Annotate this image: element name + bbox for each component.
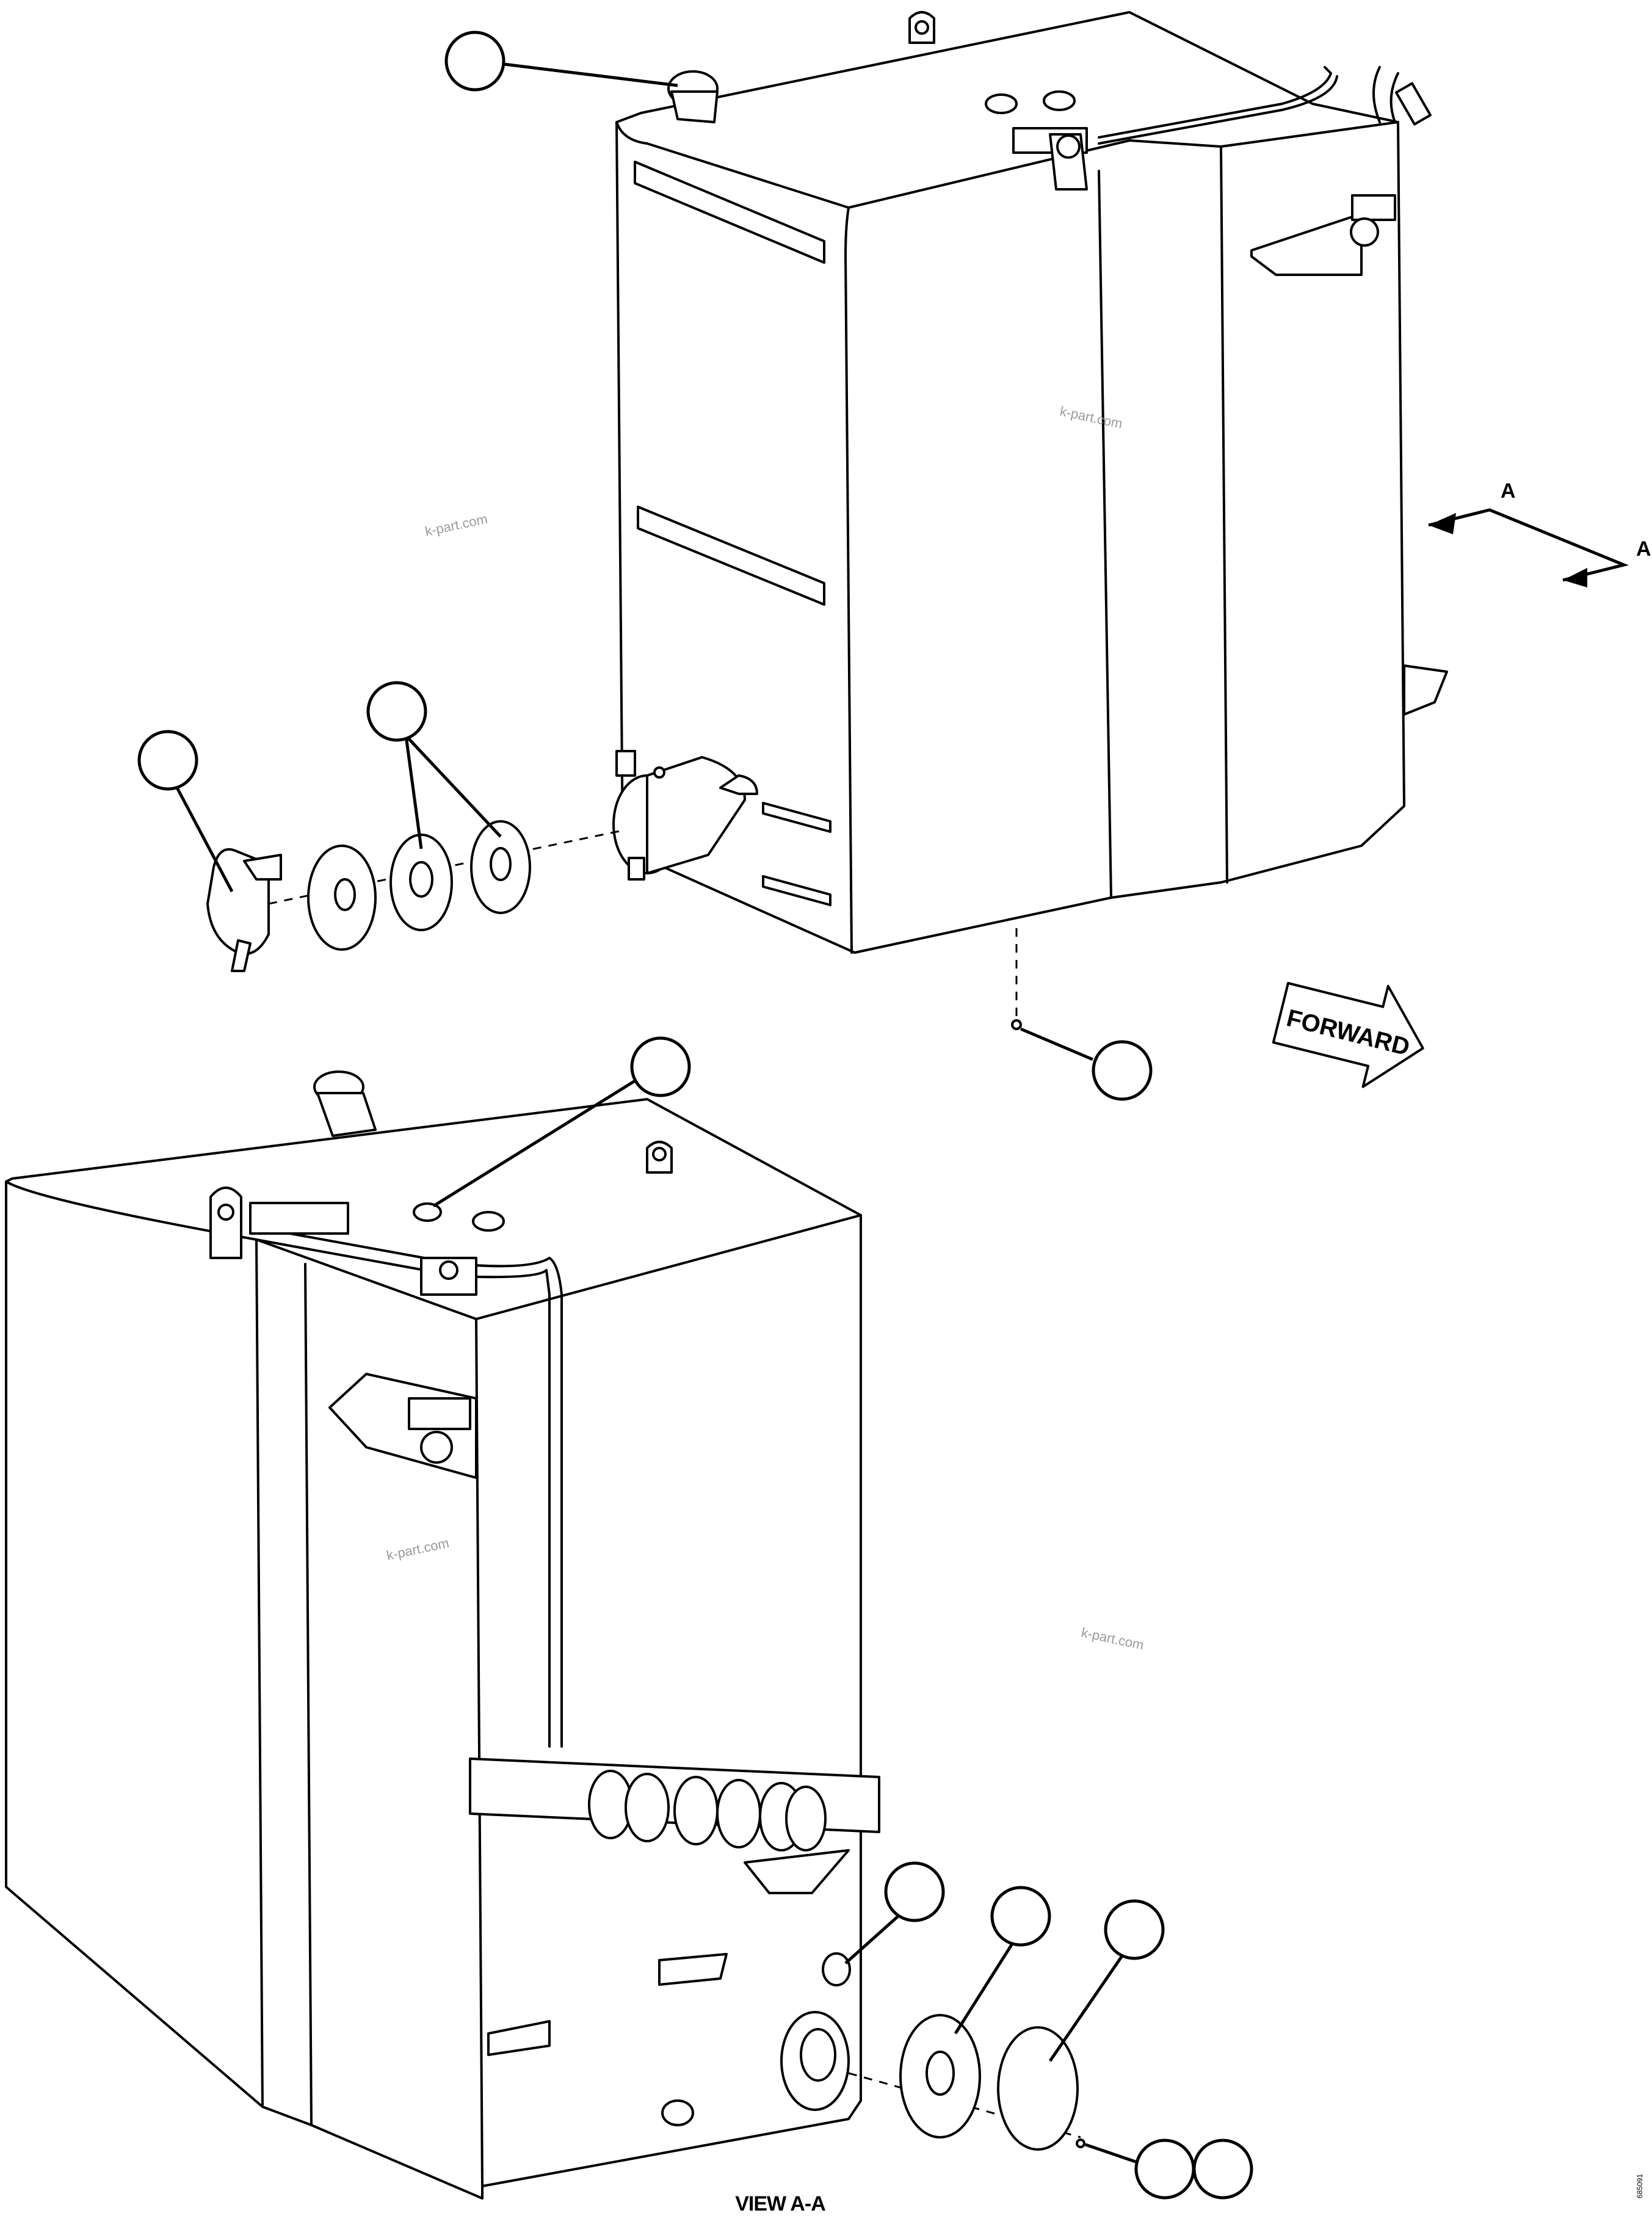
upper-drain [1011,928,1022,1030]
callout-2 [366,681,427,742]
callout-6 [884,1861,945,1922]
forward-arrow: FORWARD [1272,982,1424,1088]
view-label: VIEW A-A [735,2192,825,2215]
callout-8 [1104,1899,1165,1960]
section-label-a-top: A [1501,479,1516,503]
callout-1 [444,31,505,92]
callouts [137,31,1253,2200]
section-arrows: A A [1428,479,1651,587]
lower-tank [5,1070,880,2200]
upper-exploded-parts [206,820,623,972]
callout-5 [630,1036,691,1097]
callout-3 [137,730,198,791]
upper-tank [612,11,1448,954]
watermark-2: k-part.com [424,511,489,539]
watermark-4: k-part.com [1080,1624,1145,1652]
callout-10 [1192,2139,1253,2200]
callout-4 [1092,1040,1153,1101]
section-label-a-right: A [1636,537,1651,561]
lower-exploded-parts [848,2014,1085,2151]
callout-9 [1134,2139,1195,2200]
figure-code: 685091 [1636,2174,1644,2198]
rollers [588,1770,827,1852]
callout-7 [990,1886,1051,1947]
